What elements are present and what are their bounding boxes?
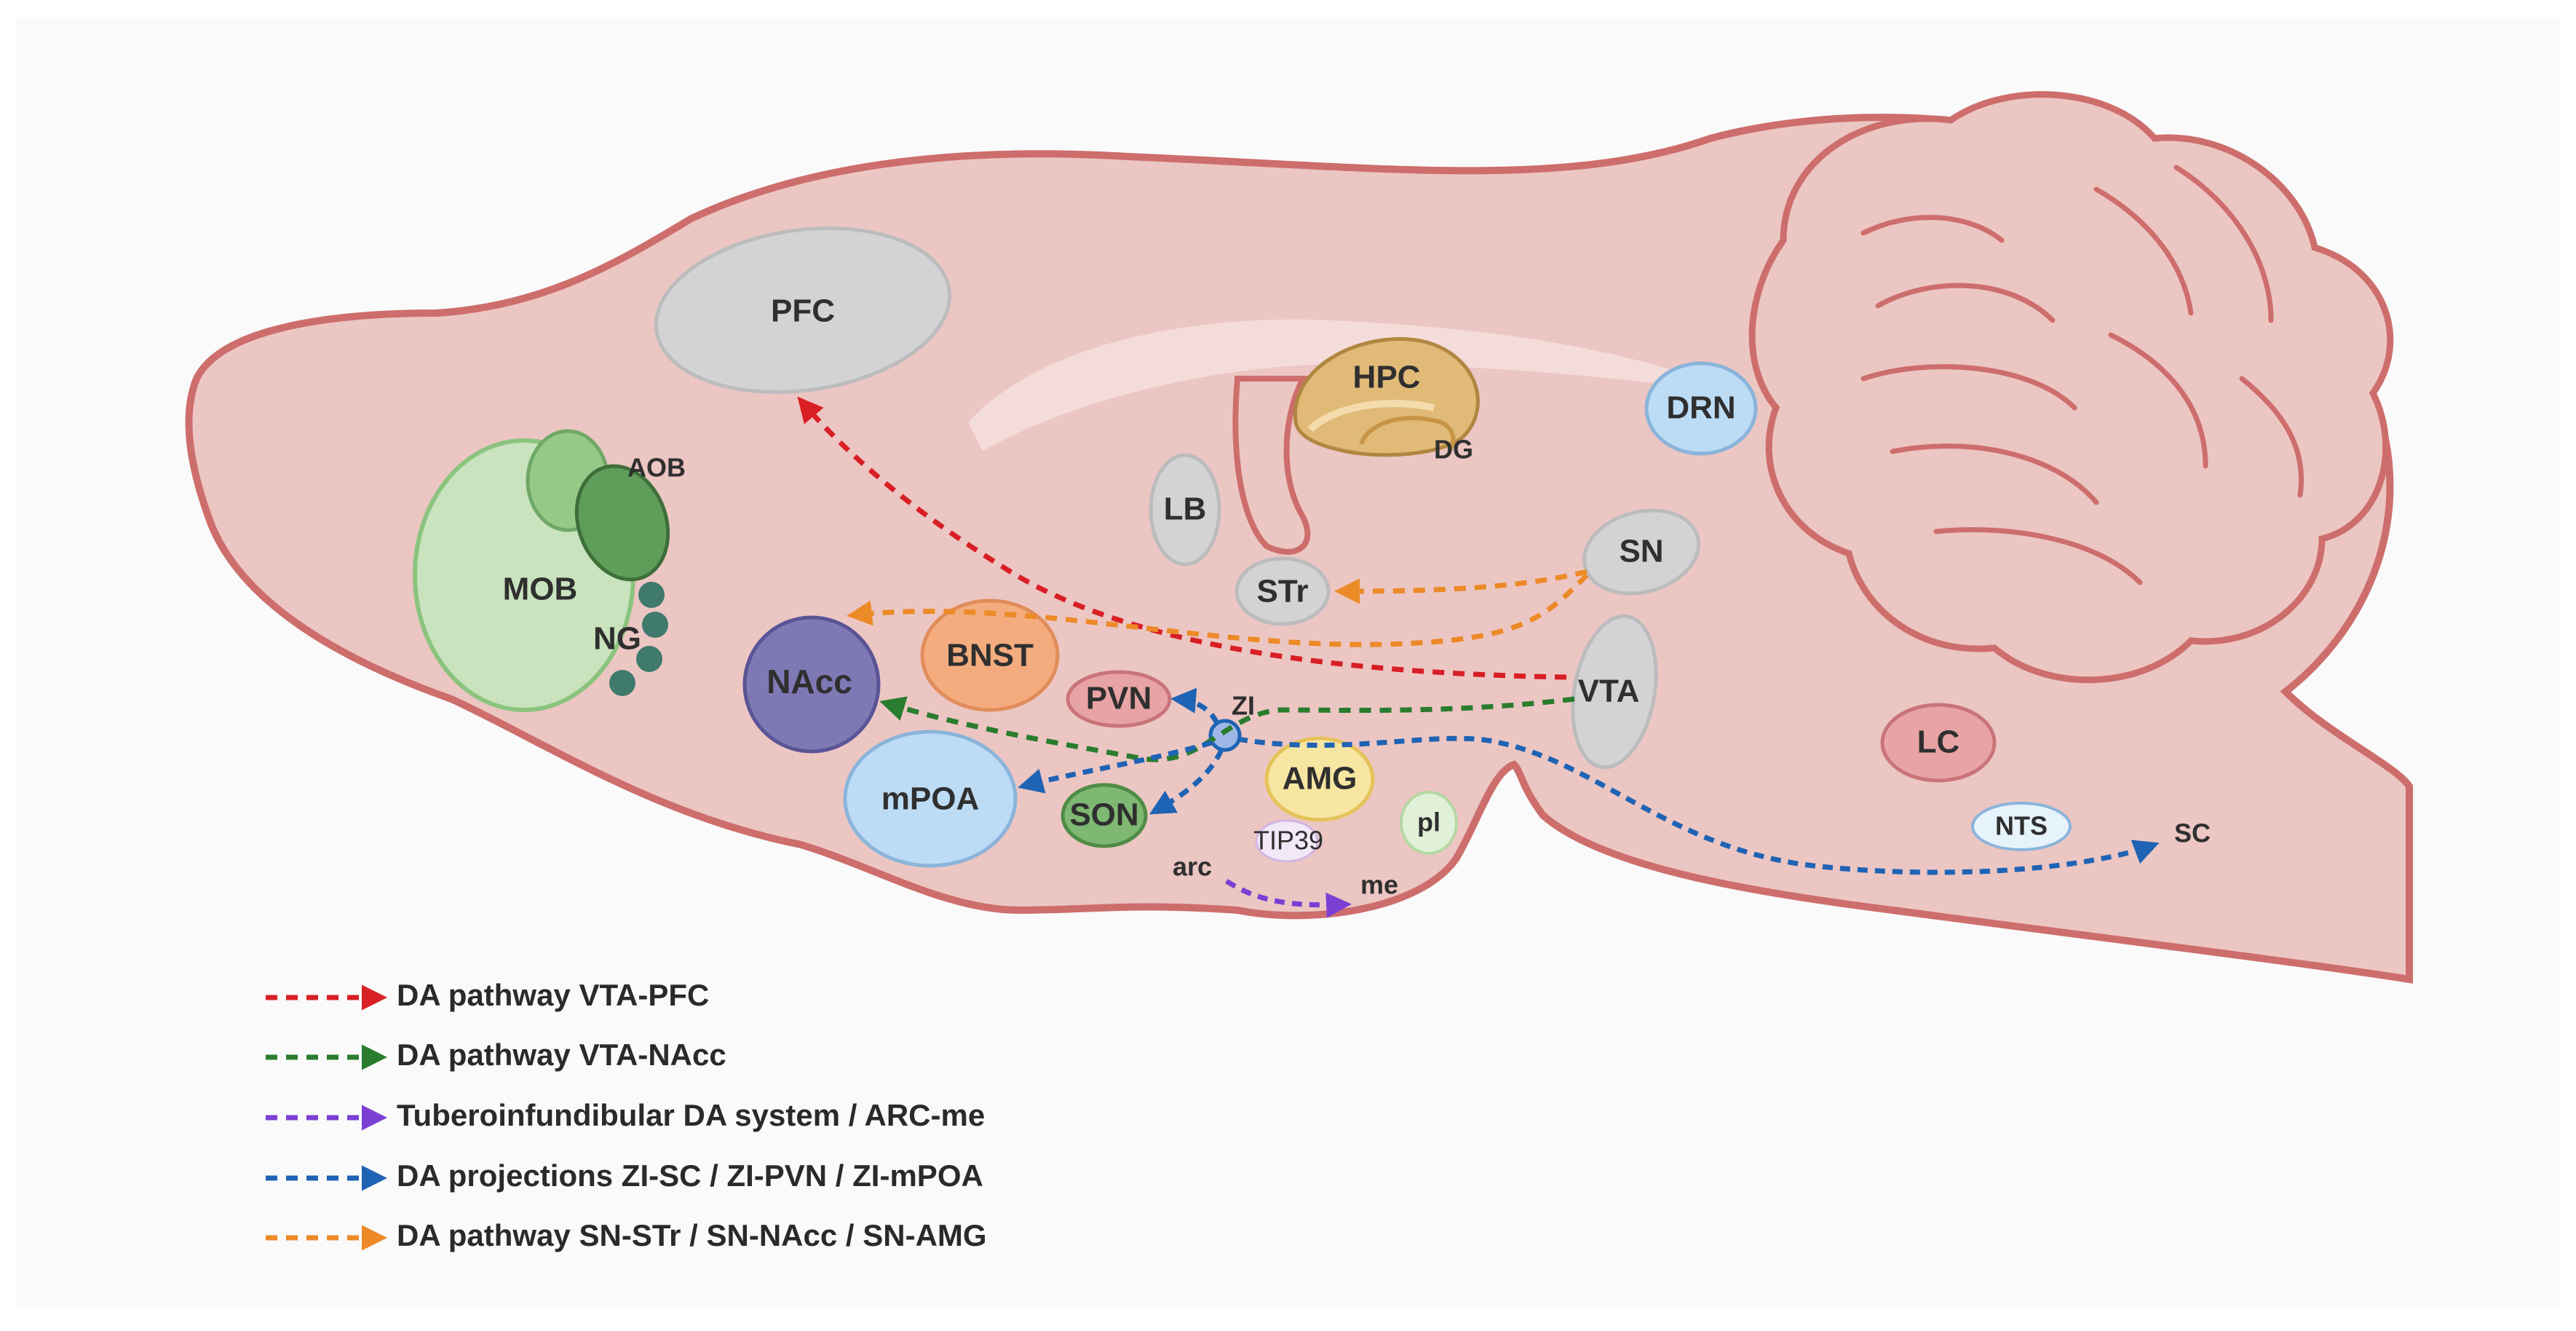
pl-region bbox=[1400, 791, 1458, 855]
legend-item-green: DA pathway VTA-NAcc bbox=[266, 1038, 726, 1072]
legend-label-red: DA pathway VTA-PFC bbox=[397, 978, 709, 1012]
str-region bbox=[1235, 556, 1331, 626]
hpc-label: HPC bbox=[1353, 360, 1421, 395]
legend-item-orange: DA pathway SN-STr / SN-NAcc / SN-AMG bbox=[266, 1218, 987, 1252]
nts-label: NTS bbox=[1995, 811, 2048, 841]
ng-dot bbox=[638, 582, 665, 608]
legend-label-blue: DA projections ZI-SC / ZI-PVN / ZI-mPOA bbox=[397, 1158, 983, 1193]
corpus-callosum bbox=[968, 319, 1732, 451]
nacc-label: NAcc bbox=[766, 663, 852, 700]
mpoa-label: mPOA bbox=[881, 781, 979, 817]
ng-dot bbox=[642, 612, 668, 638]
cerebellum bbox=[1748, 91, 2394, 684]
pfc-region bbox=[654, 226, 952, 395]
pathway-sn-str bbox=[1334, 569, 1588, 604]
amg-region bbox=[1264, 736, 1375, 822]
legend-item-red: DA pathway VTA-PFC bbox=[266, 978, 709, 1012]
son-label: SON bbox=[1069, 797, 1138, 833]
bnst-label: BNST bbox=[946, 638, 1034, 674]
bnst-region bbox=[920, 599, 1060, 712]
pathway-zi-mpoa bbox=[1018, 740, 1213, 794]
drn-label: DRN bbox=[1666, 390, 1735, 426]
lc-region bbox=[1880, 703, 1997, 783]
sc-label: SC bbox=[2174, 818, 2211, 848]
legend: DA pathway VTA-PFC DA pathway VTA-NAcc T… bbox=[266, 978, 987, 1252]
pfc-label: PFC bbox=[771, 293, 835, 329]
pathway-vta-nacc bbox=[879, 696, 1575, 762]
pathway-sn-nacc bbox=[847, 573, 1589, 647]
pathway-arc-me bbox=[1225, 879, 1352, 918]
ventricle-notch bbox=[1232, 376, 1311, 555]
hpc-region bbox=[1293, 337, 1480, 457]
legend-label-purple: Tuberoinfundibular DA system / ARC-me bbox=[397, 1098, 985, 1132]
arc-label: arc bbox=[1173, 852, 1212, 882]
ng-dot bbox=[609, 670, 635, 696]
legend-label-orange: DA pathway SN-STr / SN-NAcc / SN-AMG bbox=[397, 1218, 987, 1252]
me-label: me bbox=[1360, 870, 1398, 900]
vta-region bbox=[1571, 614, 1658, 770]
lc-label: LC bbox=[1917, 724, 1960, 760]
drn-region bbox=[1644, 361, 1758, 456]
tip39-label: TIP39 bbox=[1253, 826, 1323, 856]
tip39-region bbox=[1255, 819, 1319, 863]
ng-label: NG bbox=[593, 621, 641, 657]
aob-region bbox=[574, 464, 670, 582]
lb-region bbox=[1149, 453, 1221, 566]
son-region bbox=[1061, 783, 1148, 848]
zi-cell bbox=[1208, 719, 1242, 752]
dg-label: DG bbox=[1434, 435, 1473, 465]
ng-dot bbox=[636, 646, 662, 672]
pathway-zi-sc bbox=[1237, 735, 2160, 875]
zi-label: ZI bbox=[1232, 691, 1255, 721]
mpoa-region bbox=[843, 730, 1018, 868]
legend-item-blue: DA projections ZI-SC / ZI-PVN / ZI-mPOA bbox=[266, 1158, 983, 1193]
sn-label: SN bbox=[1619, 534, 1663, 569]
aob-label: AOB bbox=[627, 453, 686, 483]
pathway-vta-pfc bbox=[797, 396, 1567, 680]
sn-region bbox=[1582, 508, 1701, 596]
pl-label: pl bbox=[1417, 807, 1440, 837]
amg-label: AMG bbox=[1283, 761, 1358, 797]
nts-region bbox=[1971, 802, 2072, 851]
pvn-label: PVN bbox=[1086, 681, 1152, 716]
nacc-region bbox=[742, 615, 881, 754]
legend-item-purple: Tuberoinfundibular DA system / ARC-me bbox=[266, 1098, 985, 1132]
mob-label: MOB bbox=[503, 572, 578, 607]
str-label: STr bbox=[1257, 574, 1309, 609]
pathway-zi-pvn bbox=[1170, 687, 1220, 724]
lb-label: LB bbox=[1164, 491, 1207, 527]
vta-label: VTA bbox=[1578, 674, 1640, 709]
legend-label-green: DA pathway VTA-NAcc bbox=[397, 1038, 726, 1072]
pvn-region bbox=[1066, 670, 1172, 728]
